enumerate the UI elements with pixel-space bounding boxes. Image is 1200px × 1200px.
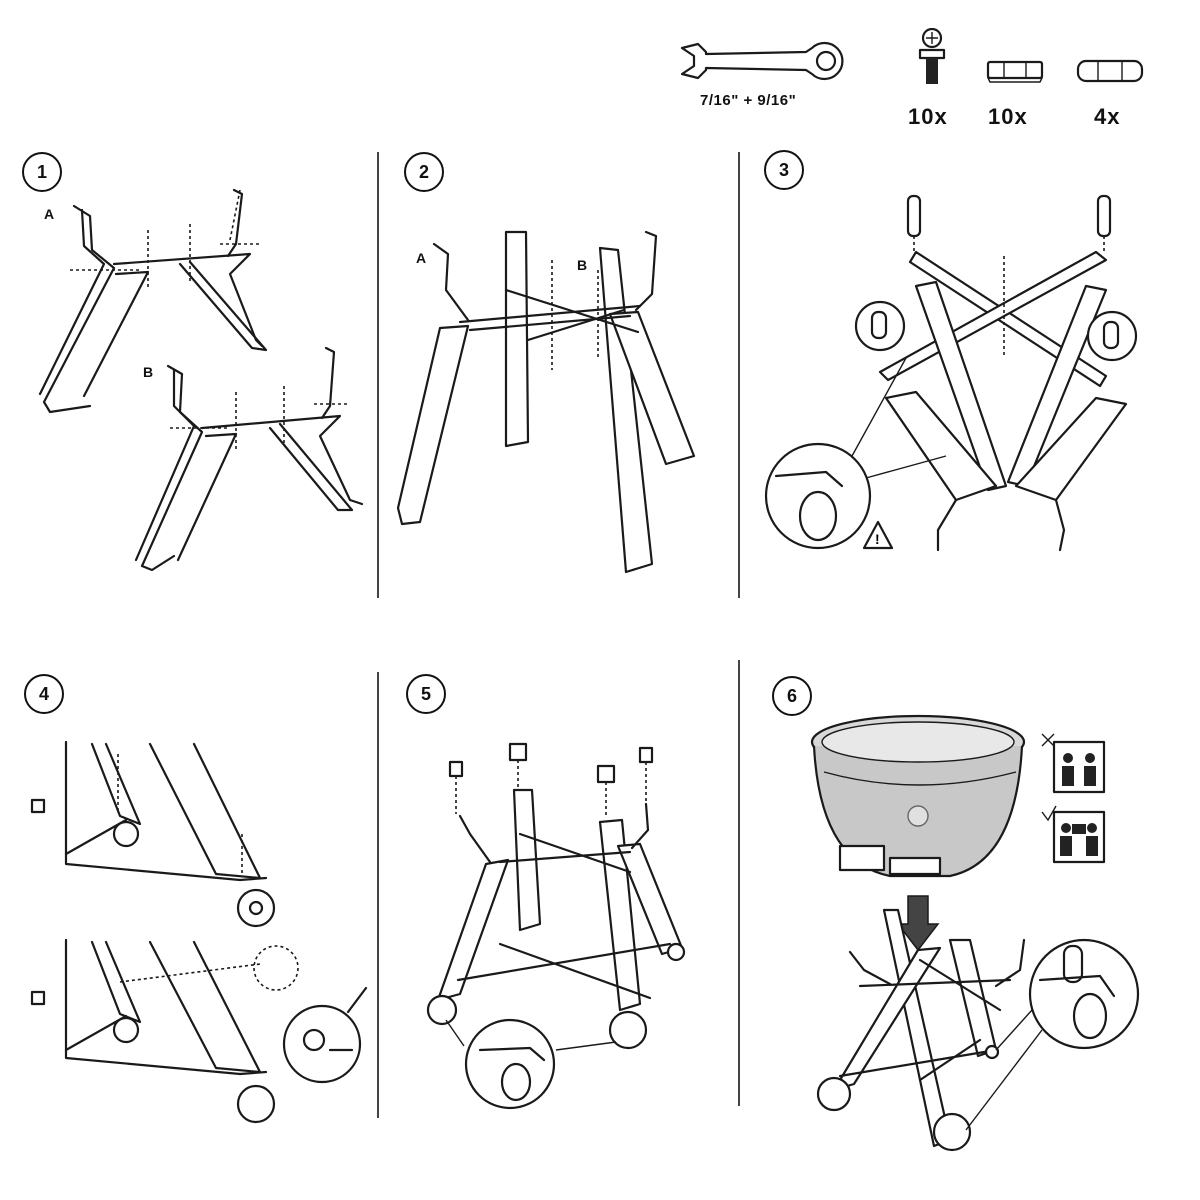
- divider-1: [377, 152, 379, 598]
- arrow-down-icon: [896, 895, 940, 952]
- step-5-number: 5: [406, 674, 446, 714]
- step-1-number: 1: [22, 152, 62, 192]
- wrench-size-label: 7/16" + 9/16": [700, 92, 797, 109]
- step-3-number: 3: [764, 150, 804, 190]
- two-person-lift-icon: [1041, 733, 1106, 864]
- part-label-b: B: [577, 257, 588, 273]
- leg-frames-illustration: [38, 188, 364, 572]
- warning-icon: !: [875, 531, 880, 547]
- divider-2: [738, 152, 740, 598]
- crossbar-casters-illustration: !: [764, 194, 1138, 552]
- nut-icon: [1076, 59, 1144, 83]
- part-label-a: A: [416, 250, 427, 266]
- divider-3: [377, 672, 379, 1118]
- wrench-icon: [680, 41, 844, 81]
- nut-icon: [30, 798, 46, 814]
- step-2-number: 2: [404, 152, 444, 192]
- grill-bowl-illustration: [810, 714, 1026, 878]
- nut-icon: [30, 990, 46, 1006]
- step-6-number: 6: [772, 676, 812, 716]
- washer-icon: [986, 60, 1044, 83]
- leg-caps-install-illustration: [426, 742, 686, 1110]
- step-4-number: 4: [24, 674, 64, 714]
- caster-install-illustration: [30, 740, 368, 1124]
- washer-qty: 10x: [988, 104, 1028, 129]
- bolt-qty: 10x: [908, 104, 948, 129]
- nut-qty: 4x: [1094, 104, 1121, 129]
- part-label-b: B: [143, 364, 154, 380]
- assembled-legs-illustration: [396, 230, 696, 574]
- divider-4: [738, 660, 740, 1106]
- grill-on-stand-illustration: [816, 908, 1140, 1152]
- bolt-icon: [918, 28, 946, 84]
- part-label-a: A: [44, 206, 55, 222]
